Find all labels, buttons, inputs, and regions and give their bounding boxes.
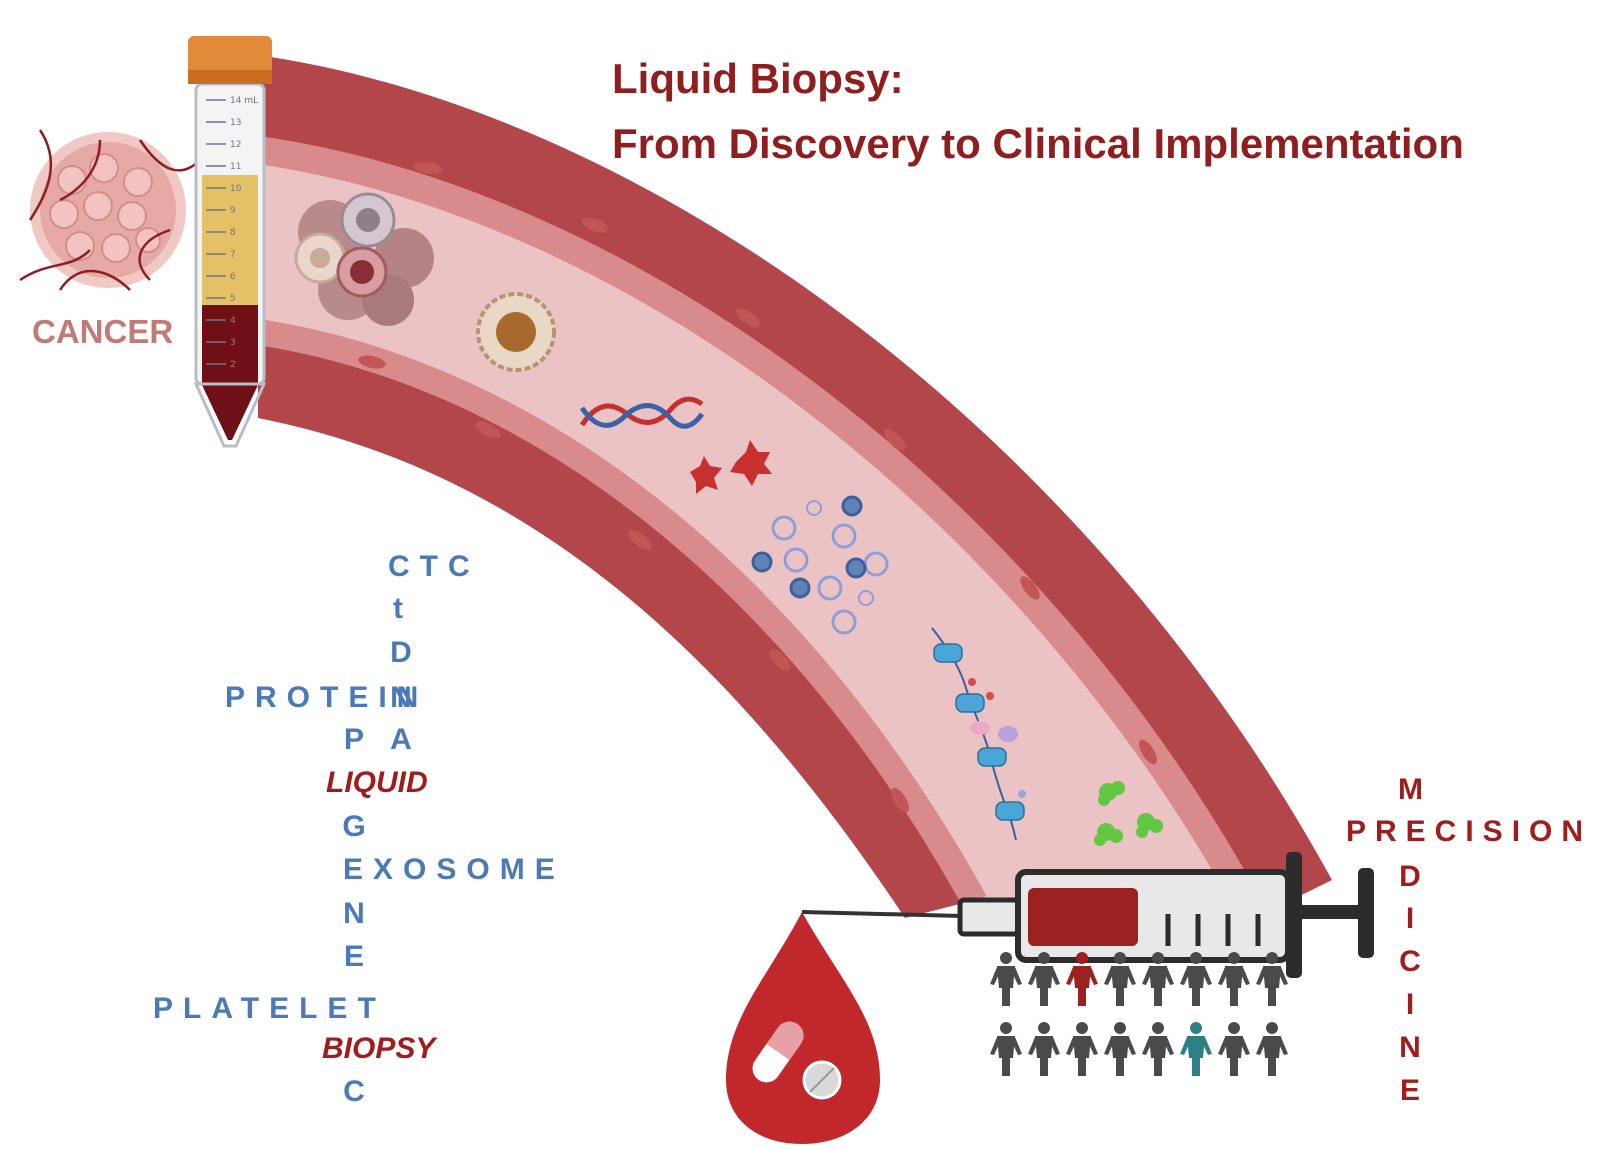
people-icon	[990, 952, 1288, 1076]
tube-scale-label: 8	[230, 228, 236, 238]
ctdna-letter: A	[390, 723, 412, 756]
nucleosome-icon	[931, 627, 1026, 841]
ctdna-letter: t	[393, 592, 403, 625]
epigenetic-letter: P	[343, 723, 364, 756]
ctc-icon	[476, 292, 556, 372]
epigenetic-letter: E	[343, 940, 364, 973]
word-biopsy: BIOPSY	[322, 1032, 436, 1065]
exosome-icon	[751, 495, 889, 635]
person-figure	[990, 1022, 1022, 1076]
tube-scale-label: 10	[230, 184, 242, 194]
epigenetic-letter: G	[342, 810, 366, 843]
tube-scale-label: 4	[230, 316, 236, 326]
tube-scale-label: 14 mL	[230, 96, 258, 106]
dna-helix-icon	[579, 396, 705, 429]
person-figure	[1104, 1022, 1136, 1076]
person-figure	[990, 952, 1022, 1006]
word-precision: PRECISION	[1346, 815, 1593, 848]
title-line-2: From Discovery to Clinical Implementatio…	[612, 120, 1464, 167]
syringe-icon	[801, 852, 1374, 978]
blood-tube-icon: 14 mL 13 12 11 10 9 8 7 6 5 4 3 2	[188, 36, 272, 448]
protein-icon	[1094, 781, 1163, 846]
person-figure	[1066, 952, 1098, 1006]
tube-scale-label: 11	[230, 162, 241, 172]
cancer-label: CANCER	[32, 313, 174, 350]
person-figure	[1180, 1022, 1212, 1076]
person-figure	[1066, 1022, 1098, 1076]
pill-icon	[752, 1021, 842, 1100]
tube-scale-label: 6	[230, 272, 236, 282]
person-figure	[1142, 1022, 1174, 1076]
ctc-cluster-icon	[294, 192, 434, 326]
tube-scale-label: 9	[230, 206, 236, 216]
platelet-icon	[690, 440, 772, 494]
word-platelet: PLATELET	[153, 992, 386, 1025]
word-ctc: CTC	[388, 550, 480, 583]
tube-scale-label: 3	[230, 338, 236, 348]
tumor-icon	[19, 129, 201, 291]
tube-scale-label: 2	[230, 360, 236, 370]
tube-scale-label: 13	[230, 118, 241, 128]
medicine-letter: C	[1399, 945, 1421, 978]
medicine-letter: N	[1399, 1031, 1421, 1064]
person-figure	[1256, 1022, 1288, 1076]
medicine-letter: I	[1405, 988, 1415, 1021]
medicine-letter: M	[1398, 773, 1423, 806]
medicine-letter: D	[1399, 860, 1421, 893]
epigenetic-letter: N	[343, 897, 365, 930]
tube-scale-label: 12	[230, 140, 241, 150]
word-protein: PROTEIN	[225, 681, 429, 714]
person-figure	[1218, 952, 1250, 1006]
word-exosome: EXOSOME	[343, 853, 565, 886]
medicine-letter: E	[1399, 1074, 1420, 1107]
person-figure	[1142, 952, 1174, 1006]
blood-drop-icon	[726, 912, 880, 1144]
ctdna-letter: N	[390, 681, 412, 714]
tube-scale-label: 5	[230, 294, 236, 304]
person-figure	[1180, 952, 1212, 1006]
person-figure	[1218, 1022, 1250, 1076]
word-liquid: LIQUID	[326, 766, 428, 799]
person-figure	[1028, 952, 1060, 1006]
person-figure	[1104, 952, 1136, 1006]
medicine-letter: I	[1405, 902, 1415, 935]
title-line-1: Liquid Biopsy:	[612, 55, 904, 102]
epigenetic-letter: C	[343, 1075, 365, 1108]
ctdna-letter: D	[390, 636, 412, 669]
person-figure	[1028, 1022, 1060, 1076]
tube-scale-label: 7	[230, 250, 236, 260]
person-figure	[1256, 952, 1288, 1006]
